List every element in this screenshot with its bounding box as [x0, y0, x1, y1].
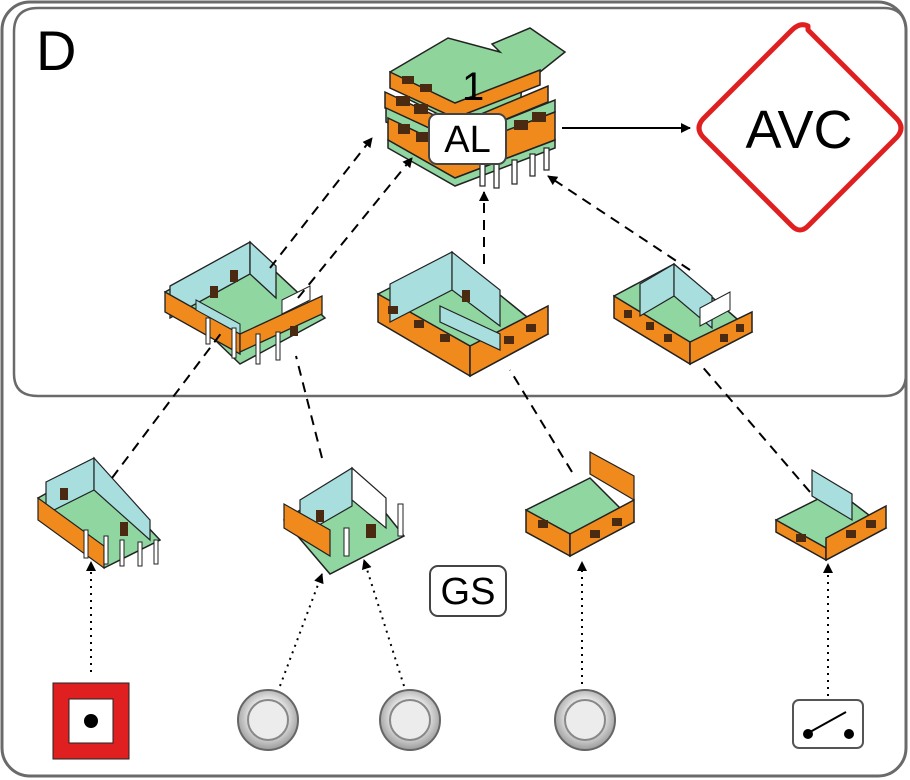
smoke-detector-3	[554, 689, 616, 751]
upper-links	[269, 137, 691, 299]
zone-d-panel	[12, 6, 908, 398]
room-section-icon	[282, 466, 406, 575]
gs-tag: GS	[441, 571, 496, 613]
al-tag: AL	[444, 119, 490, 161]
gs-tag-box	[429, 565, 507, 617]
lower-room-1	[36, 456, 162, 570]
avc-diamond: AVC	[696, 22, 904, 233]
upper-floor-right	[612, 262, 754, 366]
main-building: 1 AL	[384, 27, 567, 189]
upper-floor-left	[163, 240, 327, 365]
lower-room-4	[774, 468, 888, 562]
switch-contact-icon	[792, 699, 864, 749]
al-tag-box	[428, 113, 507, 165]
avc-label: AVC	[745, 100, 852, 160]
smoke-detector-icon	[237, 689, 299, 751]
lower-links	[111, 331, 811, 493]
room-section-icon	[36, 456, 162, 570]
smoke-detector-2	[379, 689, 441, 751]
device-links	[86, 559, 833, 696]
room-section-icon	[774, 468, 888, 562]
building-floor-icon	[376, 250, 550, 378]
upper-floor-center	[376, 250, 550, 378]
manual-call-point-icon	[52, 682, 130, 760]
smoke-detector-1	[237, 689, 299, 751]
building-number: 1	[462, 65, 484, 109]
smoke-detector-icon	[554, 689, 616, 751]
room-section-icon	[524, 450, 636, 558]
building-floor-icon	[163, 240, 327, 365]
zone-label: D	[36, 19, 76, 82]
lower-room-3	[524, 450, 636, 558]
lower-room-2	[282, 466, 406, 575]
building-icon	[384, 27, 567, 189]
smoke-detector-icon	[379, 689, 441, 751]
building-floor-icon	[612, 262, 754, 366]
